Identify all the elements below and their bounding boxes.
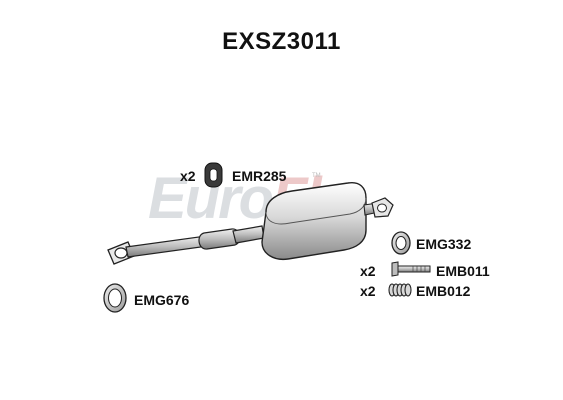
part-number-title: EXSZ3011 — [222, 28, 341, 55]
emr285-qty: x2 — [180, 168, 196, 184]
spring-icon — [388, 283, 412, 297]
gasket-ring-icon — [391, 231, 411, 255]
silencer-box — [261, 181, 367, 261]
large-gasket-ring-icon — [103, 283, 127, 313]
bolt-icon — [391, 261, 431, 277]
emr285-code: EMR285 — [232, 168, 287, 184]
rear-flange — [371, 197, 394, 218]
watermark-trademark: TM — [312, 173, 321, 179]
emb012-qty: x2 — [360, 283, 376, 299]
emb011-qty: x2 — [360, 263, 376, 279]
emb011-code: EMB011 — [436, 263, 490, 279]
connecting-pipe — [232, 225, 265, 244]
rubber-hanger-icon — [204, 162, 223, 188]
emg332-code: EMG332 — [416, 236, 472, 252]
inlet-pipe — [125, 235, 209, 258]
emb012-code: EMB012 — [416, 283, 471, 299]
emg676-code: EMG676 — [134, 292, 190, 308]
